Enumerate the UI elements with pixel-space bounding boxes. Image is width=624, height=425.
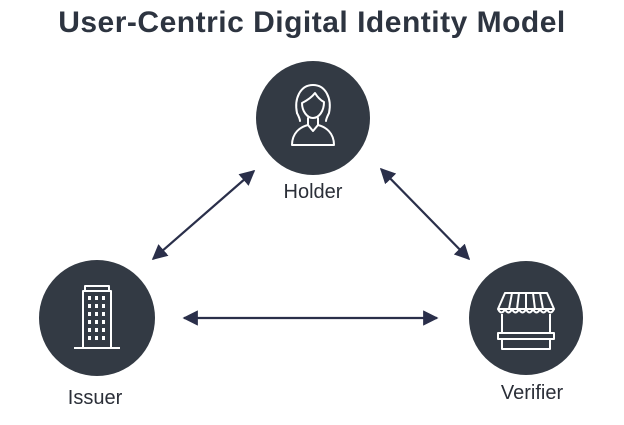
person-icon <box>291 84 335 146</box>
holder-label: Holder <box>283 181 343 203</box>
verifier-label: Verifier <box>500 382 564 404</box>
issuer-node <box>39 260 155 376</box>
diagram-title: User-Centric Digital Identity Model <box>58 6 566 39</box>
arrow-issuer-holder <box>151 169 256 261</box>
office-building-icon <box>74 285 120 349</box>
issuer-label: Issuer <box>67 387 123 409</box>
holder-node <box>256 61 370 175</box>
arrow-holder-verifier <box>379 167 471 261</box>
verifier-node <box>469 261 583 375</box>
storefront-icon <box>497 292 555 350</box>
